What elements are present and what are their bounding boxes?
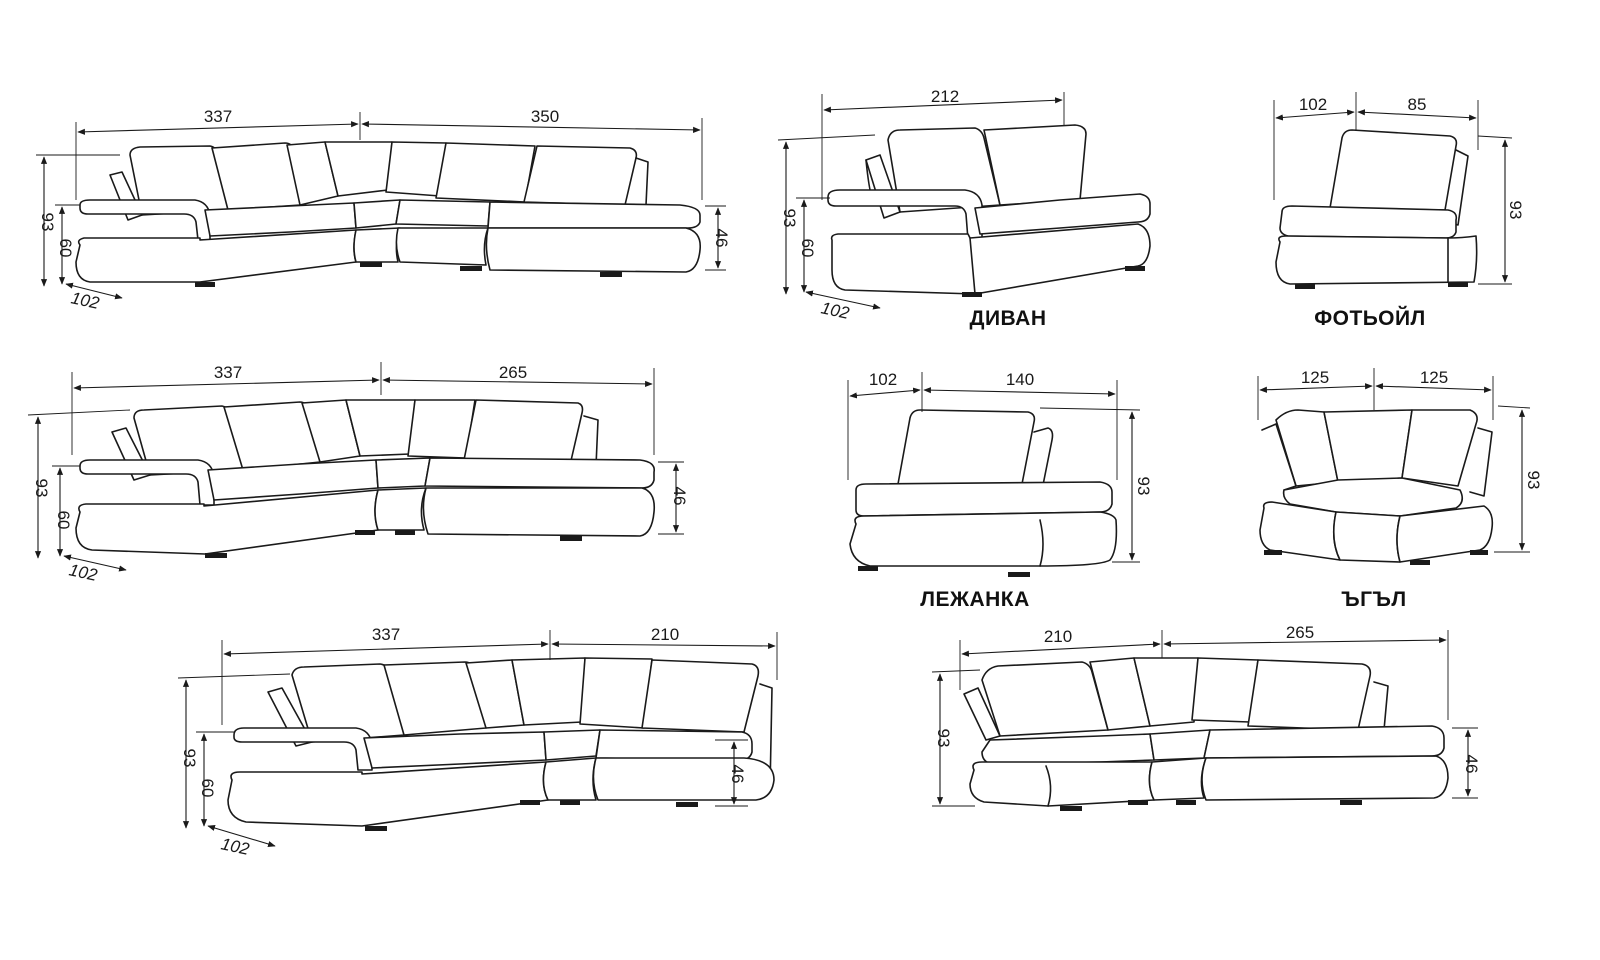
dim-width-right: 265 bbox=[1286, 623, 1314, 642]
dim-width-left: 337 bbox=[214, 363, 242, 382]
dim-height-total: 93 bbox=[38, 213, 57, 232]
dim-height-total: 93 bbox=[780, 209, 799, 228]
sofa-drawing bbox=[227, 657, 775, 831]
diagram-divan: 212 93 60 102 ДИВАН bbox=[777, 87, 1151, 330]
dimension-lines bbox=[1257, 368, 1531, 553]
dim-height-seat: 60 bbox=[198, 779, 217, 798]
dim-height-side: 46 bbox=[1462, 755, 1481, 774]
dim-depth: 102 bbox=[67, 560, 99, 585]
sofa-drawing bbox=[75, 399, 656, 558]
dim-height-seat: 60 bbox=[56, 239, 75, 258]
dim-height-total: 93 bbox=[1524, 471, 1543, 490]
diagram-fotoyl: 102 85 93 ФОТЬОЙЛ bbox=[1273, 92, 1525, 330]
dim-height-side: 46 bbox=[728, 765, 747, 784]
dim-width-right: 265 bbox=[499, 363, 527, 382]
dimension-lines bbox=[1273, 92, 1513, 285]
sofa-drawing bbox=[75, 141, 702, 287]
diagram-agal: 125 125 93 ЪГЪЛ bbox=[1257, 368, 1543, 611]
sofa-drawing bbox=[963, 657, 1449, 811]
diagram-corner-337-210: 337 210 93 60 46 102 bbox=[177, 625, 778, 859]
dim-width-left: 102 bbox=[869, 370, 897, 389]
dim-width-left: 210 bbox=[1044, 627, 1072, 646]
dim-height-total: 93 bbox=[1506, 201, 1525, 220]
diagram-lezhanka: 102 140 93 ЛЕЖАНКА bbox=[847, 370, 1153, 611]
dim-height-total: 93 bbox=[32, 479, 51, 498]
dim-width-right: 350 bbox=[531, 107, 559, 126]
caption-lezhanka: ЛЕЖАНКА bbox=[920, 588, 1030, 611]
dim-width-right: 125 bbox=[1420, 368, 1448, 387]
caption-fotoyl: ФОТЬОЙЛ bbox=[1314, 306, 1426, 330]
dim-width-left: 337 bbox=[204, 107, 232, 126]
dimension-lines bbox=[36, 112, 726, 300]
dim-width-right: 140 bbox=[1006, 370, 1034, 389]
dimension-lines bbox=[27, 362, 684, 572]
dim-height-side: 46 bbox=[712, 229, 731, 248]
dim-height-seat: 60 bbox=[54, 511, 73, 530]
dimension-lines bbox=[847, 372, 1141, 563]
dim-height-seat: 60 bbox=[798, 239, 817, 258]
chaise-drawing bbox=[849, 409, 1118, 577]
dim-width-right: 210 bbox=[651, 625, 679, 644]
diagram-corner-337-350: 337 350 93 60 46 102 bbox=[36, 107, 731, 313]
dim-height-total: 93 bbox=[180, 749, 199, 768]
dimension-lines bbox=[777, 92, 1065, 310]
dim-width-left: 125 bbox=[1301, 368, 1329, 387]
corner-seat-drawing bbox=[1259, 409, 1494, 565]
caption-agal: ЪГЪЛ bbox=[1341, 588, 1406, 611]
dim-width: 212 bbox=[931, 87, 959, 106]
dim-height-total: 93 bbox=[934, 729, 953, 748]
dimension-lines bbox=[177, 630, 778, 847]
chair-drawing bbox=[1275, 129, 1478, 289]
sofa-drawing bbox=[827, 124, 1151, 297]
dim-height-total: 93 bbox=[1134, 477, 1153, 496]
dimension-lines bbox=[931, 630, 1478, 807]
dim-width-left: 337 bbox=[372, 625, 400, 644]
dim-width-right: 85 bbox=[1408, 95, 1427, 114]
dim-width-left: 102 bbox=[1299, 95, 1327, 114]
dim-depth: 102 bbox=[819, 298, 851, 323]
dim-height-side: 46 bbox=[670, 487, 689, 506]
caption-divan: ДИВАН bbox=[969, 307, 1046, 330]
diagram-corner-337-265: 337 265 93 60 46 102 bbox=[27, 362, 689, 585]
diagram-corner-210-265: 210 265 93 46 bbox=[931, 623, 1481, 811]
